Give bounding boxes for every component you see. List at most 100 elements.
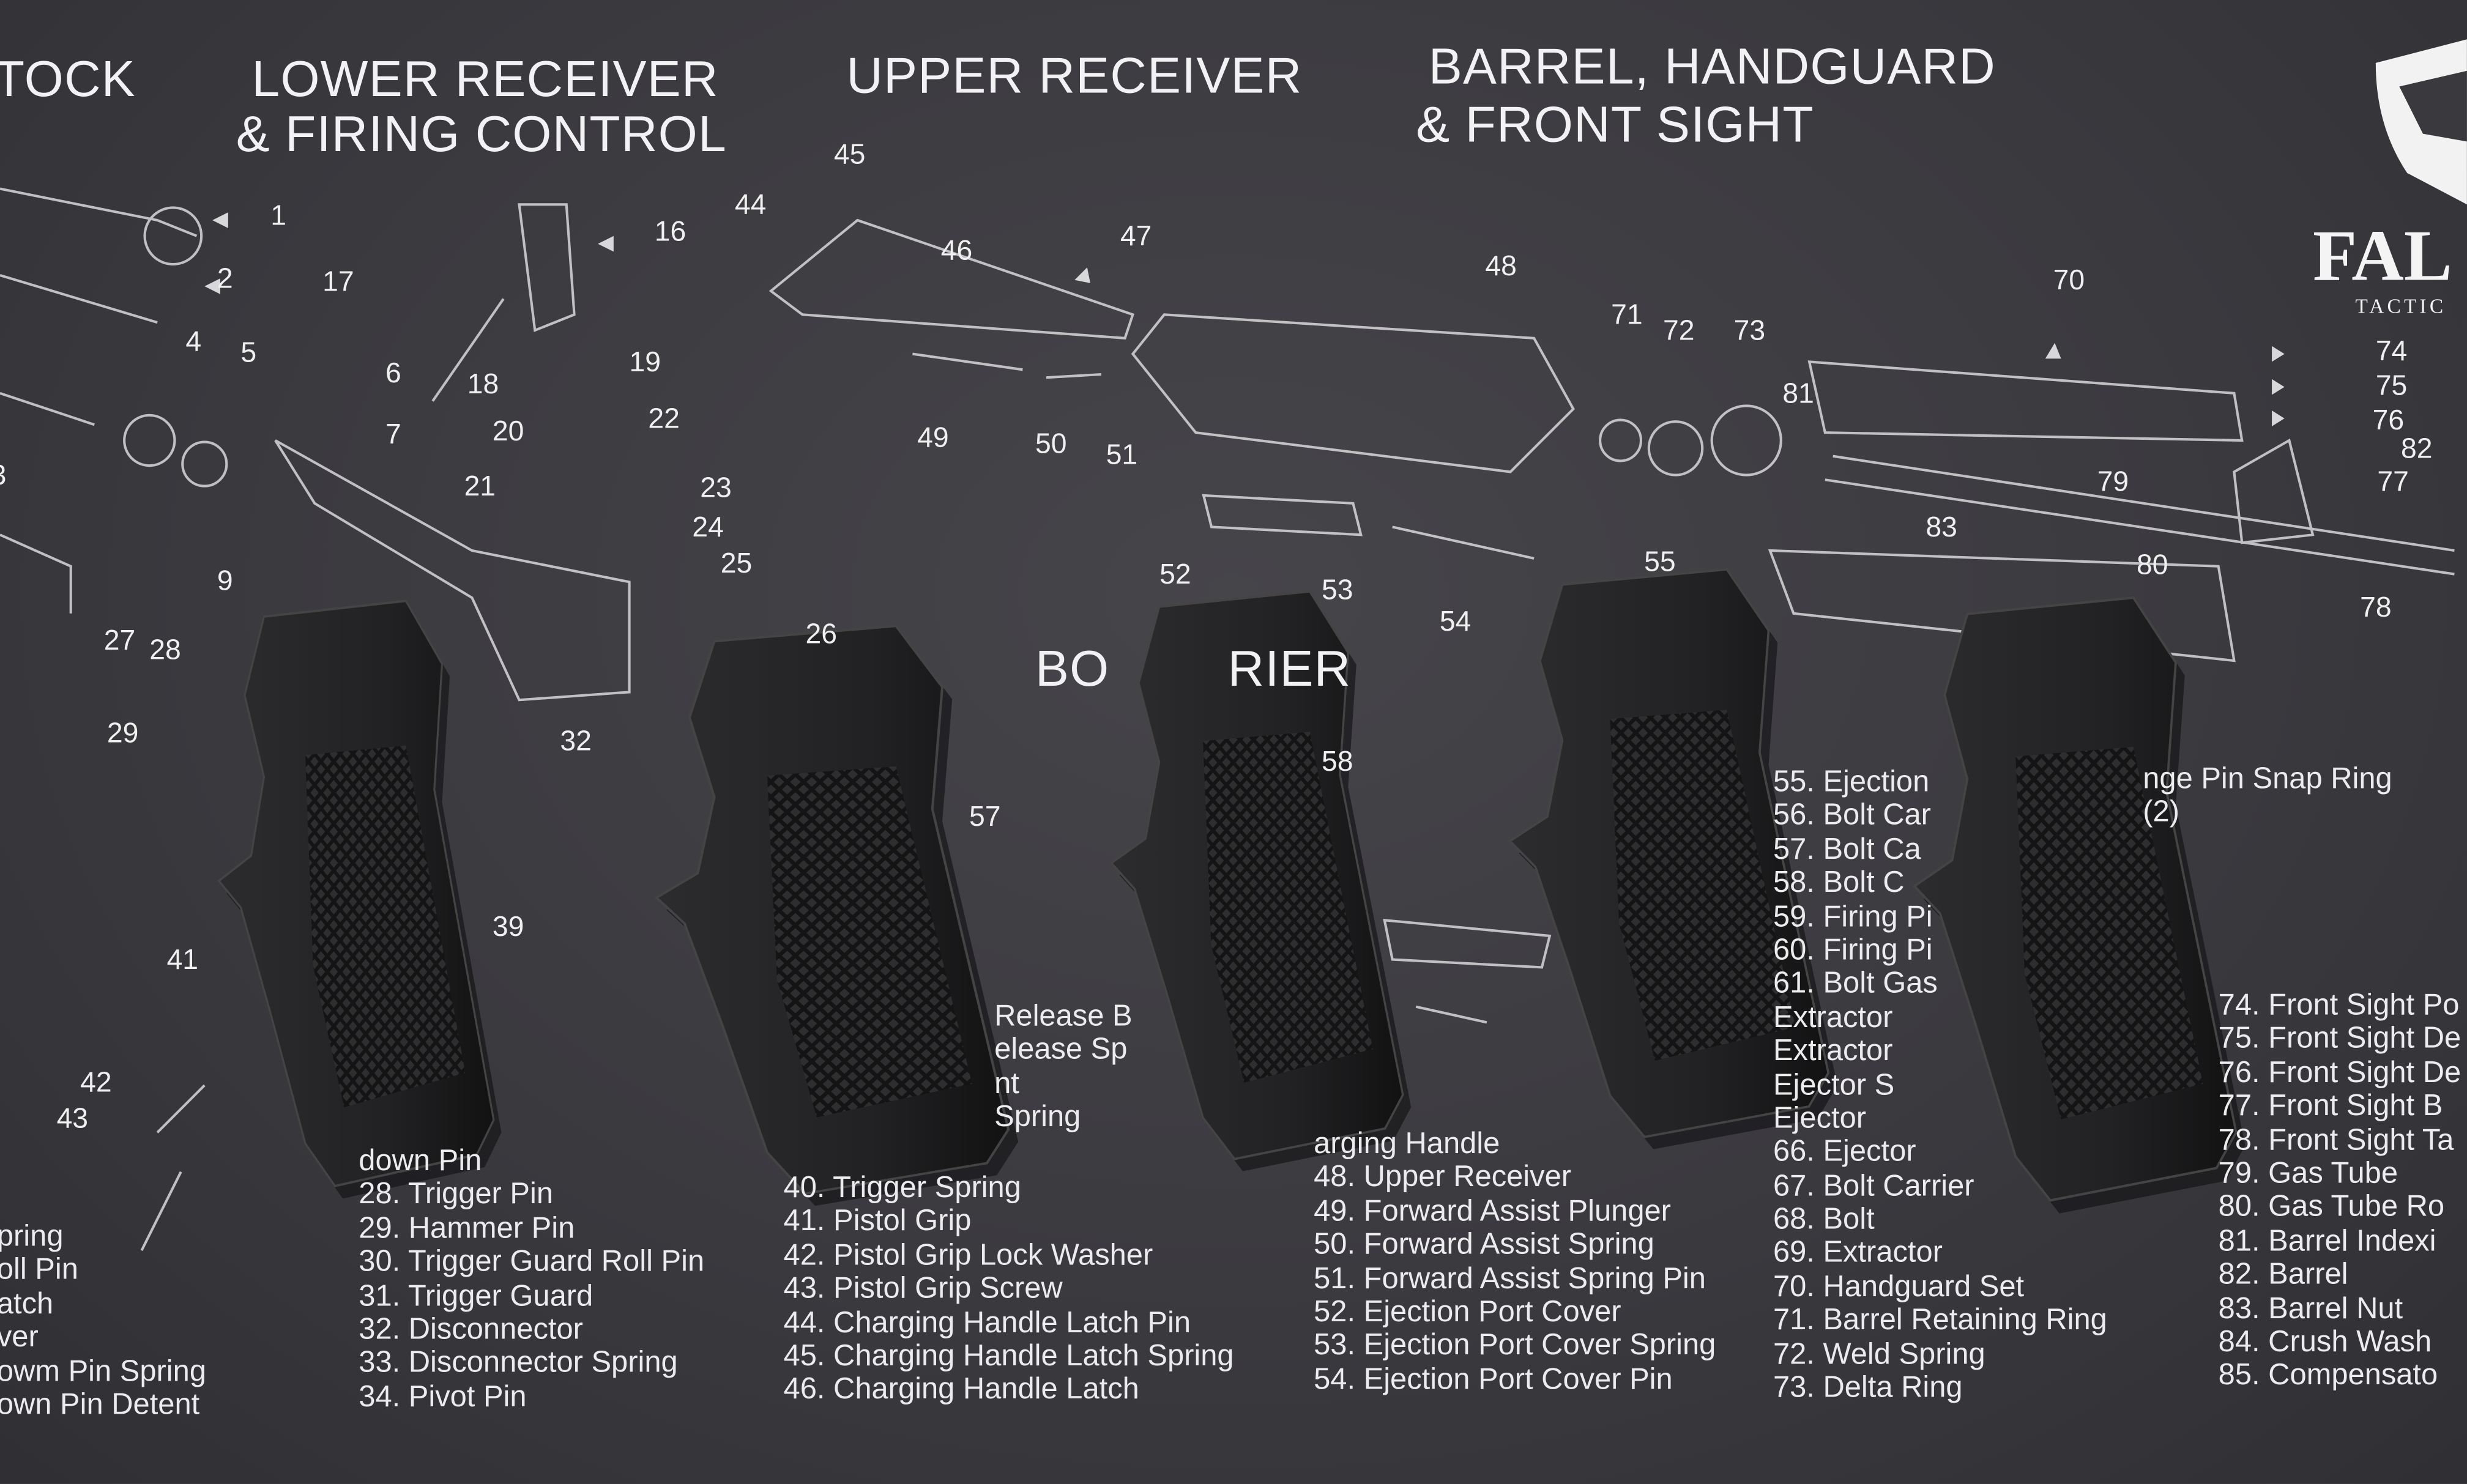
heading-upper-receiver: UPPER RECEIVER — [846, 47, 1303, 104]
callout-number: 27 — [103, 624, 136, 656]
callout-number: 28 — [149, 634, 181, 666]
parts-list-item: 85. Compensato — [2218, 1359, 2438, 1393]
parts-list-item: Ejector S — [1773, 1069, 1895, 1102]
callout-number: 44 — [734, 188, 767, 220]
parts-list-item: 74. Front Sight Po — [2218, 989, 2460, 1023]
parts-list-item: (2) — [2143, 796, 2179, 830]
parts-list-item: 42. Pistol Grip Lock Washer — [783, 1239, 1153, 1272]
callout-number: 51 — [1106, 439, 1138, 470]
parts-list-item: Ejector — [1773, 1102, 1867, 1136]
parts-list-item: 44. Charging Handle Latch Pin — [783, 1306, 1191, 1340]
parts-list-item: 81. Barrel Indexi — [2218, 1225, 2436, 1258]
parts-list-item: Extractor — [1773, 1035, 1893, 1069]
callout-number: 82 — [2400, 432, 2433, 464]
pistol-grip-3 — [1109, 590, 1412, 1171]
parts-list-item: Release B — [994, 1000, 1133, 1034]
callout-number: 78 — [2360, 591, 2392, 623]
callout-number: 23 — [700, 472, 732, 503]
parts-list-item: 53. Ejection Port Cover Spring — [1314, 1329, 1716, 1363]
callout-number: 2 — [217, 262, 233, 294]
parts-list-item: oll Pin — [0, 1254, 78, 1288]
parts-list-item: 66. Ejector — [1773, 1136, 1916, 1170]
grip-checkering — [767, 766, 972, 1118]
heading-firing-control: & FIRING CONTROL — [236, 105, 727, 162]
callout-number: 79 — [2097, 466, 2129, 497]
parts-list-item: own Pin Detent — [0, 1389, 200, 1422]
callout-number: 1 — [270, 199, 287, 231]
parts-list-item: 45. Charging Handle Latch Spring — [783, 1340, 1234, 1373]
callout-number: 75 — [2375, 369, 2408, 401]
parts-list-item: 60. Firing Pi — [1773, 934, 1933, 968]
parts-list-item: 73. Delta Ring — [1773, 1371, 1963, 1405]
parts-list-item: 55. Ejection — [1773, 766, 1930, 800]
parts-list-item: 46. Charging Handle Latch — [783, 1373, 1139, 1407]
callout-number: 70 — [2053, 264, 2085, 296]
callout-number: 3 — [0, 461, 6, 489]
parts-list-item: 59. Firing Pi — [1773, 900, 1933, 934]
parts-list-item: 76. Front Sight De — [2218, 1056, 2461, 1090]
parts-list-item: 34. Pivot Pin — [359, 1381, 527, 1414]
callout-number: 53 — [1321, 574, 1353, 606]
callout-number: 71 — [1611, 299, 1643, 330]
callout-number: 50 — [1035, 428, 1067, 459]
parts-list-item: 69. Extractor — [1773, 1237, 1943, 1271]
parts-list-item: ver — [0, 1321, 39, 1355]
callout-number: 54 — [1439, 605, 1472, 637]
callout-number: 55 — [1644, 546, 1676, 577]
heading-barrel-handguard: BARREL, HANDGUARD — [1428, 37, 1996, 95]
callout-number: 29 — [106, 717, 139, 749]
parts-list-item: 83. Barrel Nut — [2218, 1292, 2403, 1326]
callout-number: 77 — [2377, 466, 2409, 497]
parts-list-item: 77. Front Sight B — [2218, 1090, 2443, 1124]
callout-number: 6 — [385, 357, 401, 389]
callout-number: 72 — [1662, 314, 1695, 346]
callout-number: 20 — [492, 415, 524, 447]
parts-list-item: 82. Barrel — [2218, 1258, 2348, 1292]
parts-list-item: 56. Bolt Car — [1773, 800, 1931, 833]
callout-number: 58 — [1321, 745, 1353, 777]
parts-list-item: 71. Barrel Retaining Ring — [1773, 1304, 2107, 1338]
parts-list-item: elease Sp — [994, 1034, 1128, 1067]
heading-stock: TOCK — [0, 50, 136, 107]
callout-number: 46 — [940, 234, 973, 266]
parts-list-item: 72. Weld Spring — [1773, 1338, 1985, 1371]
callout-number: 52 — [1159, 558, 1191, 590]
parts-list-item: 68. Bolt — [1773, 1203, 1875, 1237]
parts-list-item: arging Handle — [1314, 1127, 1500, 1161]
heading-front-sight: & FRONT SIGHT — [1416, 95, 1814, 153]
parts-list-item: 78. Front Sight Ta — [2218, 1124, 2454, 1157]
callout-number: 41 — [166, 943, 199, 976]
callout-number: 45 — [833, 138, 866, 170]
parts-list-item: 49. Forward Assist Plunger — [1314, 1195, 1671, 1228]
parts-list-item: Extractor — [1773, 1001, 1893, 1035]
grip-checkering — [2015, 746, 2203, 1119]
pistol-grip-2 — [654, 625, 1019, 1206]
pistol-grip-4 — [1508, 568, 1837, 1149]
callout-number: 73 — [1733, 314, 1766, 346]
callout-number: 18 — [467, 368, 499, 400]
parts-list-item: 31. Trigger Guard — [359, 1279, 593, 1313]
parts-list-item: 61. Bolt Gas — [1773, 968, 1938, 1001]
parts-list-col-e2: nge Pin Snap Ring(2) — [2143, 762, 2392, 829]
parts-list-item: 50. Forward Assist Spring — [1314, 1228, 1654, 1262]
brand-logo: FAL — [2312, 215, 2452, 296]
parts-list-item: 75. Front Sight De — [2218, 1023, 2461, 1056]
callout-number: 24 — [692, 511, 724, 543]
grip-checkering — [1203, 732, 1373, 1083]
callout-number: 26 — [805, 618, 838, 650]
callout-number: 22 — [648, 403, 680, 434]
parts-list-item: 43. Pistol Grip Screw — [783, 1272, 1063, 1306]
callout-number: 25 — [720, 547, 753, 579]
callout-number: 43 — [56, 1102, 89, 1134]
callout-number: 5 — [240, 336, 257, 368]
callout-number: 83 — [1926, 511, 1957, 543]
parts-list-item: 51. Forward Assist Spring Pin — [1314, 1262, 1706, 1296]
callout-number: 21 — [464, 470, 496, 502]
